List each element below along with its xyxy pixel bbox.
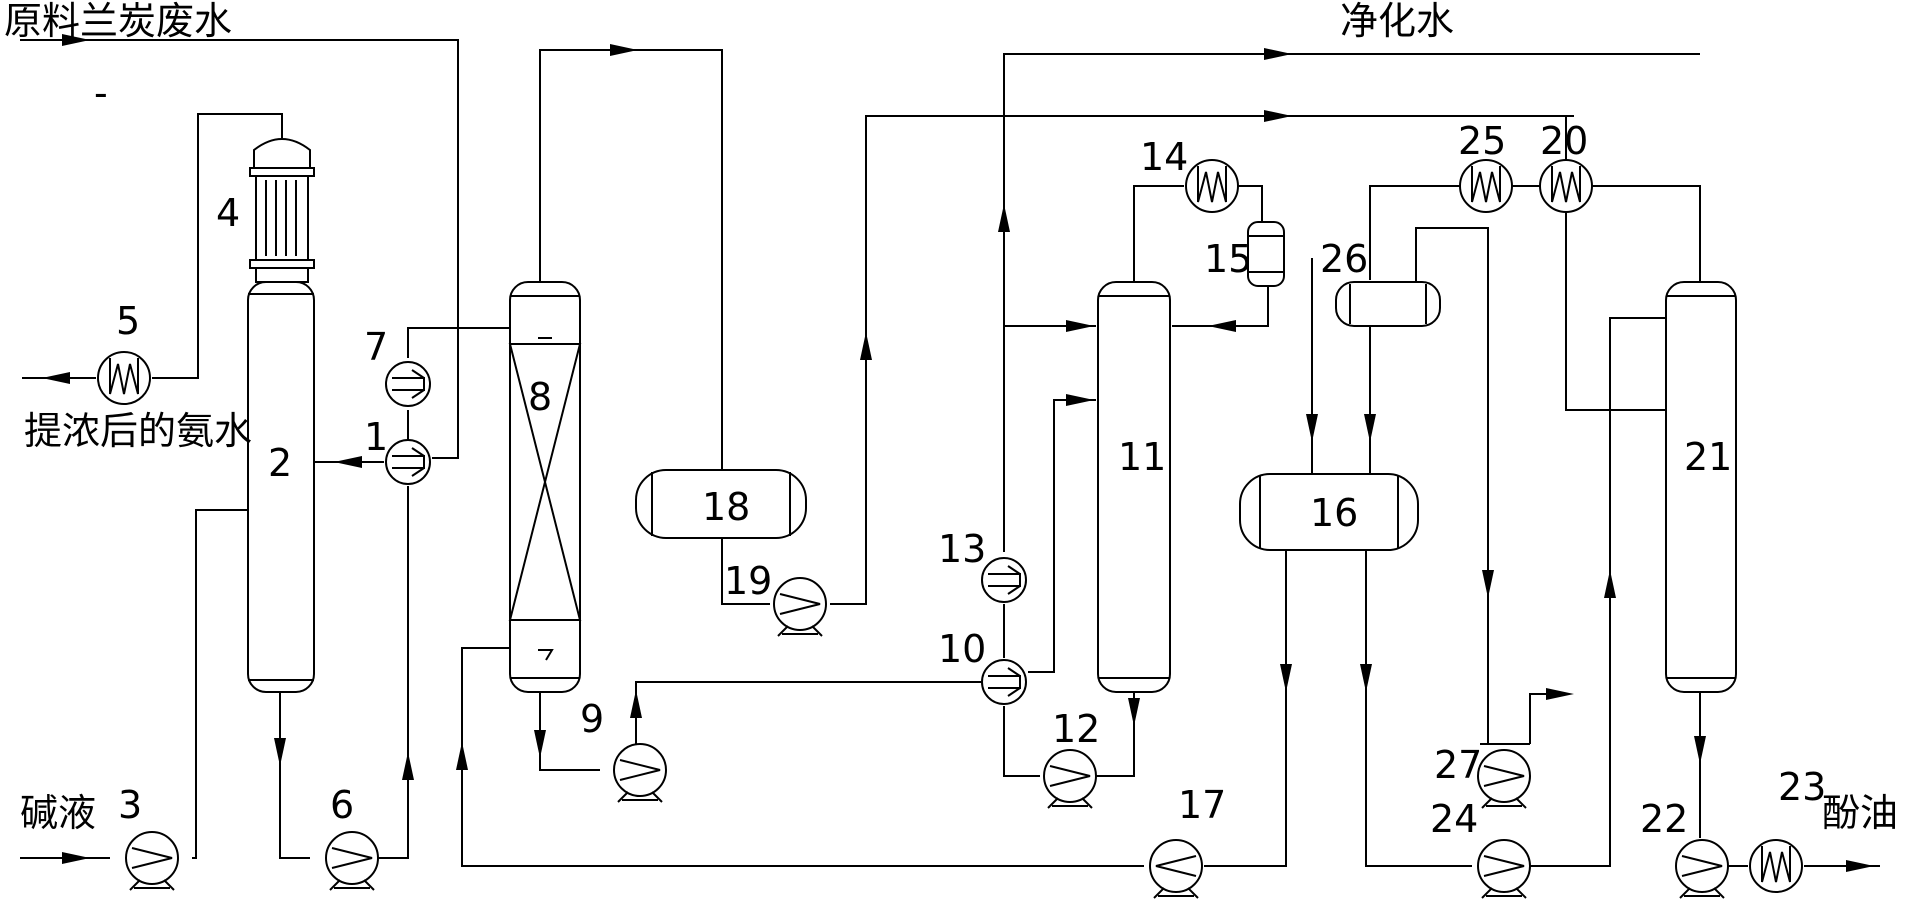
label-caustic: 碱液 [20, 791, 96, 835]
pump-22[interactable] [1675, 839, 1729, 899]
cooler-25[interactable] [1459, 159, 1513, 213]
arrow-2-down [274, 738, 286, 766]
cooler-14[interactable] [1185, 159, 1239, 213]
heat-exchanger-7[interactable] [385, 361, 431, 407]
pump-17[interactable] [1149, 839, 1203, 899]
tag-10: 10 [938, 627, 986, 671]
arrow-15-to-11 [1208, 320, 1236, 332]
tag-12: 12 [1052, 707, 1100, 751]
tag-8: 8 [528, 375, 552, 419]
pump-24[interactable] [1477, 839, 1531, 899]
tag-23: 23 [1778, 765, 1826, 809]
drum-18[interactable] [635, 469, 807, 539]
tag-17: 17 [1178, 783, 1226, 827]
tag-7: 7 [364, 325, 388, 369]
pump-19[interactable] [773, 577, 827, 637]
cooler-5[interactable] [97, 351, 151, 405]
column-8[interactable] [508, 281, 582, 693]
arrow-13-up [998, 204, 1010, 232]
label-dash: - [94, 71, 108, 115]
tag-21: 21 [1684, 435, 1732, 479]
label-concentrated-ammonia: 提浓后的氨水 [24, 409, 252, 453]
tag-24: 24 [1430, 797, 1478, 841]
label-phenol-oil: 酚油 [1822, 791, 1898, 835]
arrow-9-up [630, 690, 642, 718]
cooler-20[interactable] [1539, 159, 1593, 213]
tag-13: 13 [938, 527, 986, 571]
arrow-16-down-b [1360, 664, 1372, 692]
arrow-out-5 [42, 372, 70, 384]
heat-exchanger-13[interactable] [981, 557, 1027, 603]
column-21[interactable] [1665, 281, 1737, 693]
arrow-phenol [1846, 860, 1874, 872]
tag-27: 27 [1434, 743, 1482, 787]
tag-14: 14 [1140, 135, 1188, 179]
arrow-8-down [534, 730, 546, 758]
arrow-26-vent [1482, 570, 1494, 598]
label-raw-wastewater: 原料兰炭废水 [4, 0, 232, 43]
column-2[interactable] [247, 281, 315, 693]
tag-20: 20 [1540, 119, 1588, 163]
tag-3: 3 [118, 783, 142, 827]
arrow-17-up [456, 742, 468, 770]
arrow-raw-in [62, 34, 90, 46]
tag-18: 18 [702, 485, 750, 529]
tag-16: 16 [1310, 491, 1358, 535]
arrow-top-mid [1264, 110, 1292, 122]
arrow-8-top [610, 44, 638, 56]
arrow-purified [1264, 48, 1292, 60]
arrow-caustic [62, 852, 90, 864]
arrow-27-out [1546, 688, 1574, 700]
pump-3[interactable] [125, 831, 179, 891]
arrow-11-down [1128, 698, 1140, 726]
arrow-to-2 [334, 456, 362, 468]
tag-15: 15 [1204, 237, 1252, 281]
drum-26[interactable] [1335, 281, 1441, 327]
heat-exchanger-1[interactable] [385, 439, 431, 485]
drum-15[interactable] [1247, 221, 1285, 287]
arrow-21-down [1694, 736, 1706, 764]
pump-9[interactable] [613, 743, 667, 803]
arrow-19-up [860, 332, 872, 360]
pump-6[interactable] [325, 831, 379, 891]
arrow-6-up [402, 752, 414, 780]
pump-12[interactable] [1043, 749, 1097, 809]
condenser-4[interactable] [249, 138, 315, 283]
label-purified-water: 净化水 [1340, 0, 1454, 43]
tag-25: 25 [1458, 119, 1506, 163]
tag-22: 22 [1640, 797, 1688, 841]
tag-6: 6 [330, 783, 354, 827]
tag-26: 26 [1320, 237, 1368, 281]
pump-27[interactable] [1477, 749, 1531, 809]
arrow-26-down [1364, 414, 1376, 442]
heat-exchanger-10[interactable] [981, 659, 1027, 705]
tag-1: 1 [364, 415, 388, 459]
tag-9: 9 [580, 697, 604, 741]
tag-4: 4 [216, 191, 240, 235]
arrow-16-down-a [1280, 664, 1292, 692]
tag-2: 2 [268, 441, 292, 485]
arrow-to-11-a [1066, 320, 1094, 332]
tag-19: 19 [724, 559, 772, 603]
arrow-to-11-b [1066, 394, 1094, 406]
tag-11: 11 [1118, 435, 1166, 479]
arrow-15-down [1306, 414, 1318, 442]
drum-16[interactable] [1239, 473, 1419, 551]
column-11[interactable] [1097, 281, 1171, 693]
tag-5: 5 [116, 299, 140, 343]
cooler-23[interactable] [1749, 839, 1803, 893]
arrow-24-up [1604, 570, 1616, 598]
flow-arrows [42, 34, 1874, 872]
